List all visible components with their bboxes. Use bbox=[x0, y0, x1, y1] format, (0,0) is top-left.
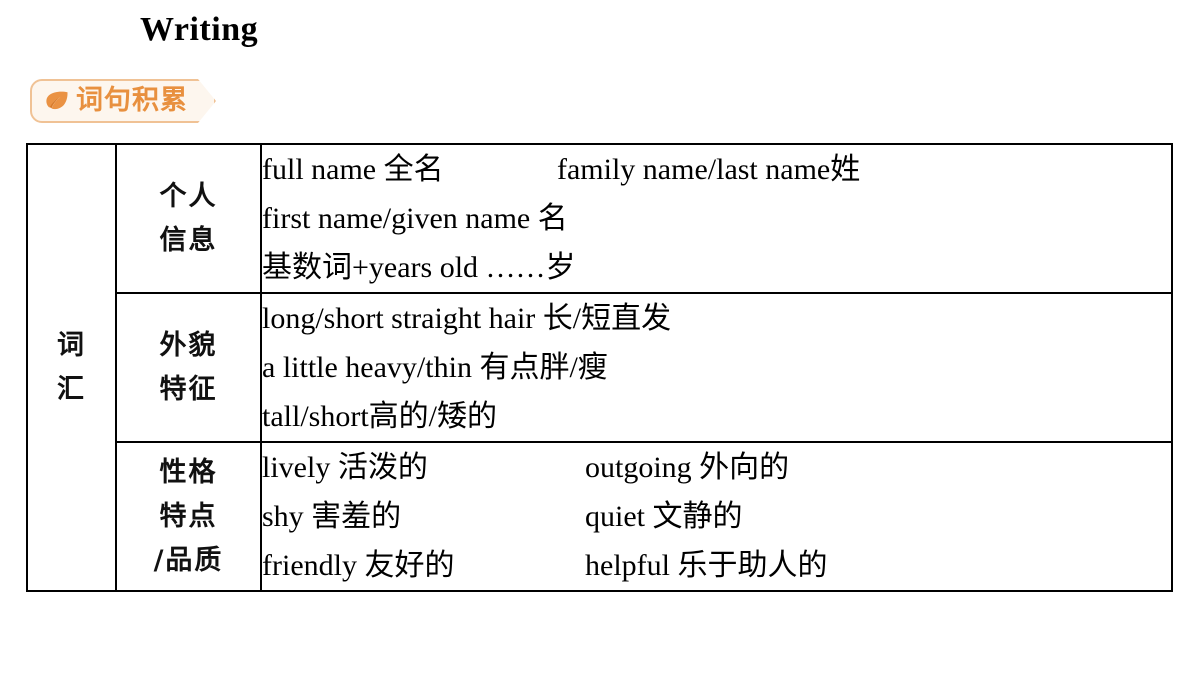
category-cell: 性格 特点 /品质 bbox=[115, 441, 262, 592]
group-label-char-2: 汇 bbox=[57, 373, 86, 405]
group-label-char-1: 词 bbox=[57, 329, 86, 361]
entry-line: lively 活泼的 outgoing 外向的 bbox=[262, 443, 1171, 492]
entry-term: long/short straight hair 长/短直发 bbox=[262, 302, 672, 335]
entry-line: tall/short高的/矮的 bbox=[262, 392, 1171, 441]
category-label-personality: 性格 特点 /品质 bbox=[117, 451, 260, 583]
entry-line: full name 全名 family name/last name姓 bbox=[262, 145, 1171, 194]
category-cell: 个人 信息 bbox=[115, 143, 262, 294]
content-cell-personal-info: full name 全名 family name/last name姓 first… bbox=[260, 143, 1173, 294]
category-line: 外貌 bbox=[159, 329, 218, 361]
group-label-cell: 词 汇 bbox=[26, 143, 117, 592]
entry-term: first name/given name 名 bbox=[262, 202, 568, 235]
entry-term: helpful 乐于助人的 bbox=[585, 549, 828, 582]
entry-line: a little heavy/thin 有点胖/瘦 bbox=[262, 343, 1171, 392]
category-label-personal-info: 个人 信息 bbox=[117, 175, 260, 263]
page-title: Writing bbox=[140, 11, 259, 48]
table-row: 词 汇 个人 信息 full name 全名 family name/last n… bbox=[26, 143, 1173, 592]
category-line: 特点 bbox=[159, 500, 218, 532]
entry-term: friendly 友好的 bbox=[262, 549, 455, 582]
entry-line: long/short straight hair 长/短直发 bbox=[262, 294, 1171, 343]
entry-line: first name/given name 名 bbox=[262, 194, 1171, 243]
entry-term: a little heavy/thin 有点胖/瘦 bbox=[262, 351, 608, 384]
table-row: 性格 特点 /品质 lively 活泼的 outgoing 外向的 shy 害羞的… bbox=[27, 441, 1173, 592]
category-line: 特征 bbox=[159, 373, 218, 405]
group-label: 词 汇 bbox=[28, 324, 115, 412]
category-line: 个人 bbox=[159, 180, 218, 212]
category-line: /品质 bbox=[153, 544, 224, 576]
category-cell: 外貌 特征 bbox=[115, 292, 262, 443]
entry-term: outgoing 外向的 bbox=[585, 451, 790, 484]
entry-term: 基数词+years old ……岁 bbox=[262, 251, 576, 284]
entry-term: shy 害羞的 bbox=[262, 500, 402, 533]
category-label-appearance: 外貌 特征 bbox=[117, 324, 260, 412]
entry-term: family name/last name姓 bbox=[557, 153, 861, 186]
section-badge-label: 词句积累 bbox=[76, 85, 188, 116]
table-row: 外貌 特征 long/short straight hair 长/短直发 a l… bbox=[27, 292, 1173, 443]
entry-line: 基数词+years old ……岁 bbox=[262, 243, 1171, 292]
vocabulary-table: 词 汇 个人 信息 full name 全名 family name/last n… bbox=[26, 143, 1173, 592]
section-badge: 词句积累 bbox=[30, 79, 216, 123]
leaf-icon bbox=[44, 88, 70, 114]
entry-term: full name 全名 bbox=[262, 153, 444, 186]
entry-term: lively 活泼的 bbox=[262, 451, 428, 484]
entry-line: shy 害羞的 quiet 文静的 bbox=[262, 492, 1171, 541]
category-line: 信息 bbox=[159, 224, 218, 256]
entry-term: tall/short高的/矮的 bbox=[262, 400, 497, 433]
content-cell-appearance: long/short straight hair 长/短直发 a little … bbox=[260, 292, 1173, 443]
category-line: 性格 bbox=[159, 456, 218, 488]
entry-term: quiet 文静的 bbox=[585, 500, 743, 533]
entry-line: friendly 友好的 helpful 乐于助人的 bbox=[262, 541, 1171, 590]
